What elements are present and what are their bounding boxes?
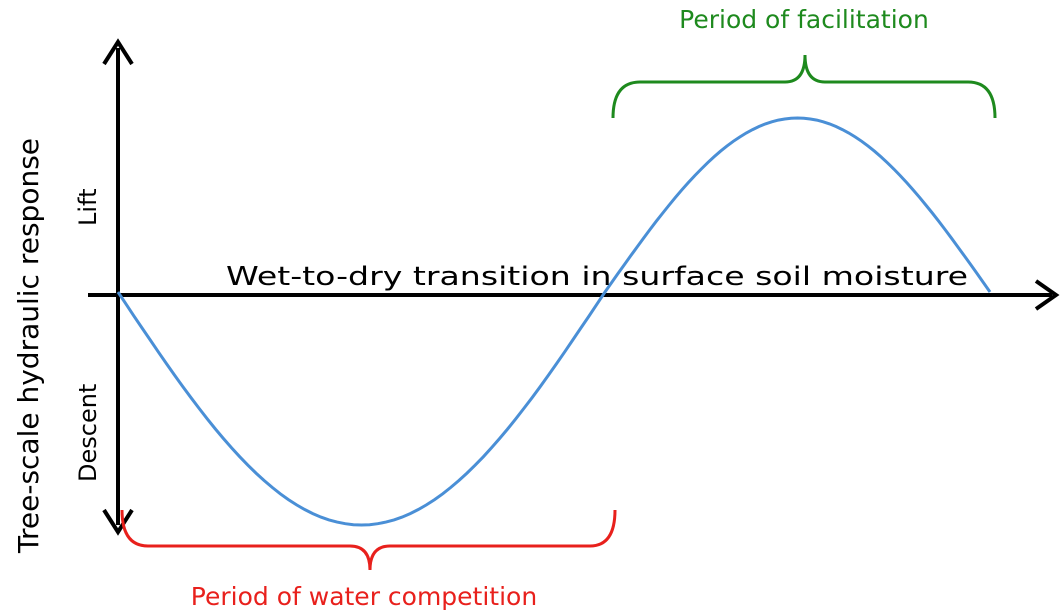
y-axis-label: Tree-scale hydraulic response bbox=[12, 138, 45, 554]
y-axis-arrow-down bbox=[102, 508, 134, 536]
facilitation-label: Period of facilitation bbox=[679, 5, 929, 34]
competition-brace bbox=[120, 509, 617, 571]
descent-label: Descent bbox=[74, 384, 102, 482]
x-axis-arrow bbox=[1034, 279, 1060, 311]
y-axis-arrow-up bbox=[102, 38, 134, 66]
x-axis-label: Wet-to-dry transition in surface soil mo… bbox=[226, 262, 968, 292]
competition-label: Period of water competition bbox=[191, 582, 537, 611]
facilitation-brace bbox=[611, 54, 997, 119]
lift-label: Lift bbox=[74, 189, 102, 226]
hydraulic-response-curve bbox=[116, 116, 992, 527]
